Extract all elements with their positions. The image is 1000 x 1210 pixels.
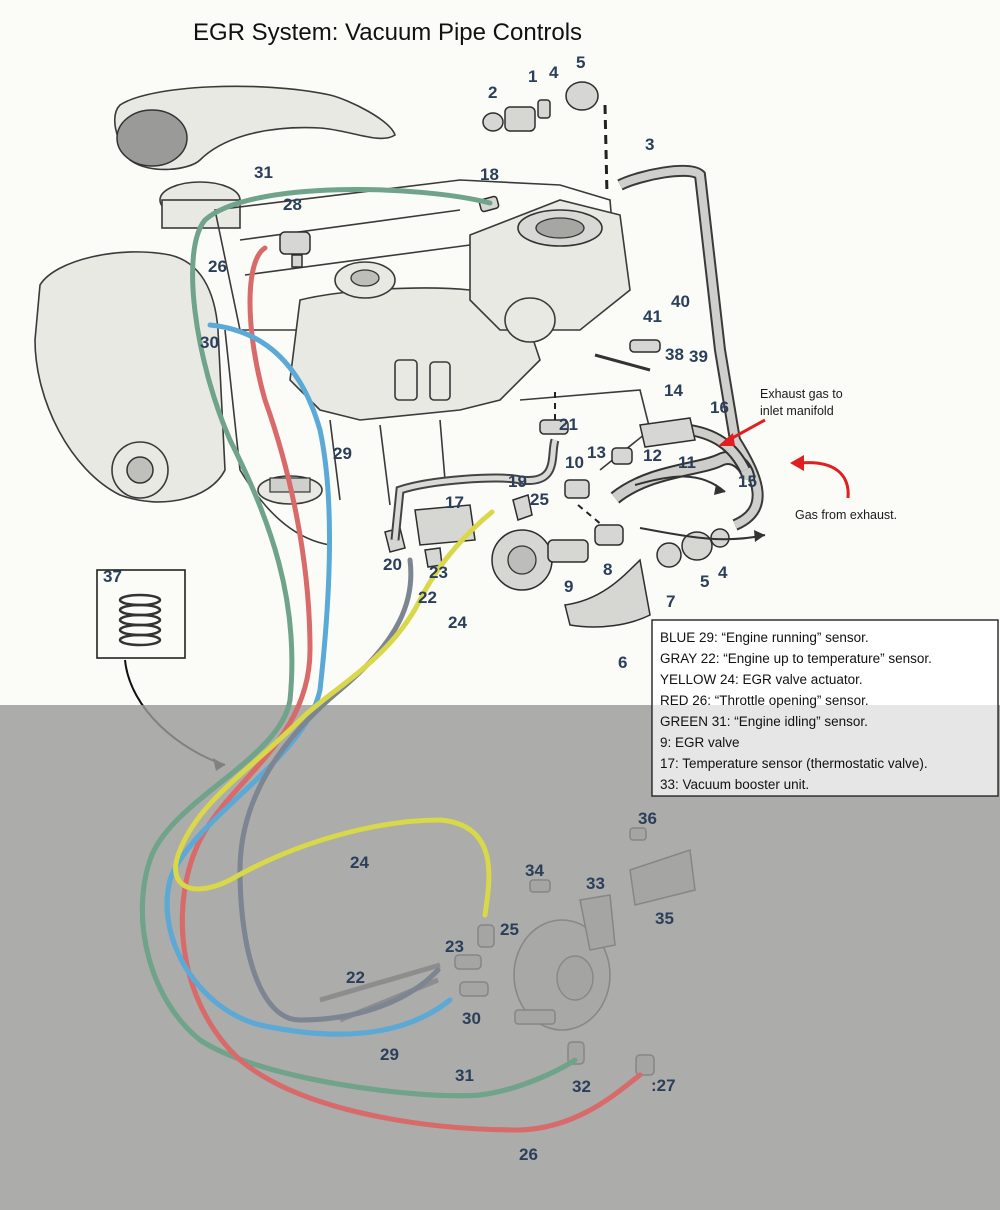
label-5-lower: 5 xyxy=(700,572,709,591)
label-37: 37 xyxy=(103,567,122,586)
timing-belt-cover xyxy=(34,251,226,503)
label-4: 4 xyxy=(549,63,559,82)
legend-item-red: RED 26: “Throttle opening” sensor. xyxy=(660,693,869,708)
label-27-lower: :27 xyxy=(651,1076,676,1095)
legend-item-9: 9: EGR valve xyxy=(660,735,740,750)
label-30-lower: 30 xyxy=(462,1009,481,1028)
cap-5 xyxy=(565,81,599,111)
label-39: 39 xyxy=(689,347,708,366)
label-15: 15 xyxy=(738,472,757,491)
label-17: 17 xyxy=(445,493,464,512)
label-23-lower: 23 xyxy=(445,937,464,956)
label-2: 2 xyxy=(488,83,497,102)
carb-diaphragm xyxy=(504,297,556,343)
part-labels-lower: 22 23 24 25 26 :27 29 30 31 32 33 34 35 … xyxy=(346,809,676,1164)
label-20: 20 xyxy=(383,555,402,574)
label-19: 19 xyxy=(508,472,527,491)
label-3: 3 xyxy=(645,135,654,154)
label-38: 38 xyxy=(665,345,684,364)
exhaust-inlet-note-line1: Exhaust gas to xyxy=(760,387,843,401)
spring-icon xyxy=(118,593,162,647)
label-26: 26 xyxy=(208,257,227,276)
intake-manifold xyxy=(289,287,541,421)
label-22-lower: 22 xyxy=(346,968,365,987)
union-7 xyxy=(656,542,682,568)
label-11: 11 xyxy=(678,453,696,472)
flow-arrows xyxy=(634,475,766,542)
label-26-lower: 26 xyxy=(519,1145,538,1164)
label-34: 34 xyxy=(525,861,544,880)
legend-item-yellow: YELLOW 24: EGR valve actuator. xyxy=(660,672,863,687)
label-41: 41 xyxy=(643,307,662,326)
legend-item-green: GREEN 31: “Engine idling” sensor. xyxy=(660,714,868,729)
label-24-lower: 24 xyxy=(350,853,369,872)
flange-12 xyxy=(639,417,696,448)
bracket-6 xyxy=(564,558,651,628)
elbow-25 xyxy=(512,494,533,521)
label-16: 16 xyxy=(710,398,729,417)
label-25-lower: 25 xyxy=(500,920,519,939)
fitting-8 xyxy=(594,524,624,546)
nut-4 xyxy=(537,99,551,119)
red-arrows xyxy=(718,418,850,499)
label-31: 31 xyxy=(254,163,273,182)
label-40: 40 xyxy=(671,292,690,311)
label-21: 21 xyxy=(559,415,578,434)
engine-drawing xyxy=(34,81,764,628)
label-25: 25 xyxy=(530,490,549,509)
spring-37-box xyxy=(96,569,226,771)
label-28: 28 xyxy=(283,195,302,214)
label-13: 13 xyxy=(587,443,606,462)
label-8: 8 xyxy=(603,560,612,579)
label-14: 14 xyxy=(664,381,683,400)
label-32: 32 xyxy=(572,1077,591,1096)
legend-item-blue: BLUE 29: “Engine running” sensor. xyxy=(660,630,869,645)
exhaust-inlet-note-line2: inlet manifold xyxy=(760,404,834,418)
label-1: 1 xyxy=(528,67,537,86)
label-4-lower: 4 xyxy=(718,563,728,582)
label-36: 36 xyxy=(638,809,657,828)
label-31-lower: 31 xyxy=(455,1066,474,1085)
legend-item-17: 17: Temperature sensor (thermostatic val… xyxy=(660,756,928,771)
washer-2 xyxy=(482,112,504,132)
label-30: 30 xyxy=(200,333,219,352)
label-23: 23 xyxy=(429,563,448,582)
label-29: 29 xyxy=(333,444,352,463)
label-35: 35 xyxy=(655,909,674,928)
label-6: 6 xyxy=(618,653,627,672)
label-7: 7 xyxy=(666,592,675,611)
clamp-28 xyxy=(279,231,311,255)
intake-opening xyxy=(116,109,188,167)
fitting-10 xyxy=(564,479,590,499)
label-22: 22 xyxy=(418,588,437,607)
label-12: 12 xyxy=(643,446,662,465)
label-33: 33 xyxy=(586,874,605,893)
label-18: 18 xyxy=(480,165,499,184)
legend: BLUE 29: “Engine running” sensor. GRAY 2… xyxy=(651,619,999,797)
legend-item-gray: GRAY 22: “Engine up to temperature” sens… xyxy=(660,651,932,666)
union-1 xyxy=(504,106,536,132)
fitting-13 xyxy=(611,447,633,465)
part-41 xyxy=(629,339,661,353)
label-24: 24 xyxy=(448,613,467,632)
label-10: 10 xyxy=(565,453,584,472)
diagram-title: EGR System: Vacuum Pipe Controls xyxy=(193,19,582,46)
label-9: 9 xyxy=(564,577,573,596)
arrow-gas-from-exhaust xyxy=(799,461,850,499)
part-labels-upper: 1 2 3 4 5 6 7 8 9 10 11 12 13 14 15 16 1… xyxy=(103,53,757,672)
gas-from-exhaust-note: Gas from exhaust. xyxy=(795,508,897,522)
label-29-lower: 29 xyxy=(380,1045,399,1064)
label-5: 5 xyxy=(576,53,585,72)
legend-item-33: 33: Vacuum booster unit. xyxy=(660,777,809,792)
thermostatic-valve-17 xyxy=(414,504,476,546)
